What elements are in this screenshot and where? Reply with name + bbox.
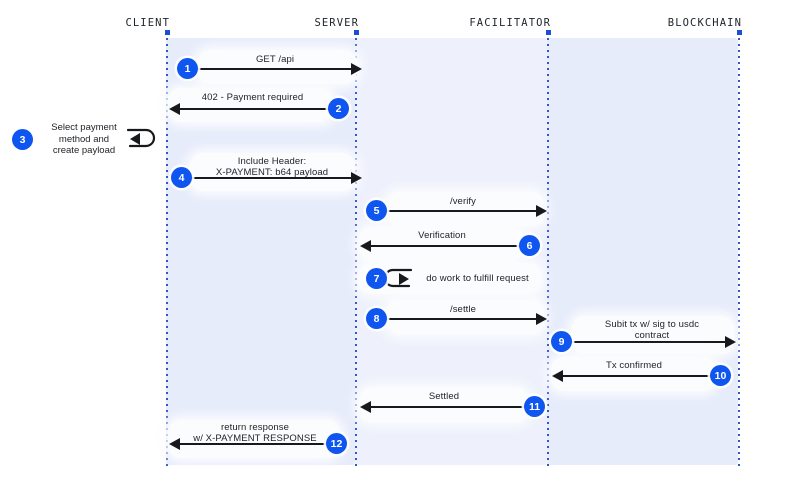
lifeline-blockchain (738, 32, 740, 466)
lifeline-facilitator (547, 32, 549, 466)
message-card-7 (359, 263, 541, 294)
message-label-8: /settle (449, 304, 477, 315)
message-label-7: do work to fulfill request (426, 273, 529, 284)
message-card-12 (168, 420, 340, 458)
step-badge-3[interactable]: 3 (12, 129, 33, 150)
step-badge-10[interactable]: 10 (710, 365, 731, 386)
message-arrowhead-10 (552, 370, 563, 382)
step-badge-7[interactable]: 7 (366, 268, 387, 289)
message-label-10: Tx confirmed (605, 360, 663, 371)
message-arrow-shaft-6 (370, 245, 529, 247)
message-label-5: /verify (449, 196, 477, 207)
message-card-9 (572, 316, 734, 354)
message-card-4 (190, 153, 355, 191)
side-note-3: Select payment method and create payload (51, 122, 117, 156)
message-arrow-shaft-4 (180, 177, 352, 179)
step-badge-5[interactable]: 5 (366, 200, 387, 221)
message-arrowhead-4 (351, 172, 362, 184)
step-badge-9[interactable]: 9 (551, 331, 572, 352)
message-card-10 (551, 357, 716, 391)
message-arrow-shaft-2 (179, 108, 338, 110)
self-loop-arrow-7 (385, 264, 419, 294)
step-badge-12[interactable]: 12 (326, 433, 347, 454)
lane-caption-client: CLIENT (125, 17, 170, 29)
message-arrow-shaft-8 (375, 318, 537, 320)
step-badge-4[interactable]: 4 (171, 167, 192, 188)
message-arrow-shaft-12 (179, 443, 336, 445)
message-label-4: Include Header: X-PAYMENT: b64 payload (215, 156, 329, 178)
message-label-11: Settled (428, 391, 460, 402)
step-badge-6[interactable]: 6 (519, 235, 540, 256)
step-badge-1[interactable]: 1 (177, 58, 198, 79)
message-arrow-shaft-1 (186, 68, 352, 70)
message-card-6 (359, 227, 524, 261)
lane-caption-facilitator: FACILITATOR (469, 17, 551, 29)
lifeline-client (166, 32, 168, 466)
message-label-1: GET /api (255, 54, 295, 65)
lifeline-head-client (165, 30, 170, 35)
message-arrowhead-5 (536, 205, 547, 217)
message-card-2 (168, 88, 333, 122)
lifeline-head-facilitator (546, 30, 551, 35)
message-label-6: Verification (418, 230, 466, 241)
message-arrow-shaft-10 (562, 375, 718, 377)
message-arrowhead-11 (360, 401, 371, 413)
message-arrowhead-9 (725, 336, 736, 348)
lifeline-server (355, 32, 357, 466)
lifeline-head-blockchain (737, 30, 742, 35)
step-badge-2[interactable]: 2 (328, 98, 349, 119)
lifeline-head-server (354, 30, 359, 35)
message-arrowhead-1 (351, 63, 362, 75)
message-arrowhead-2 (169, 103, 180, 115)
message-label-2: 402 - Payment required (201, 92, 304, 103)
step-badge-8[interactable]: 8 (366, 308, 387, 329)
message-label-9: Subit tx w/ sig to usdc contract (604, 319, 700, 341)
message-card-8 (386, 300, 544, 334)
message-arrow-shaft-9 (561, 341, 726, 343)
message-arrow-shaft-11 (370, 406, 534, 408)
message-label-12: return response w/ X-PAYMENT RESPONSE (193, 422, 317, 444)
step-badge-11[interactable]: 11 (524, 396, 545, 417)
message-arrow-shaft-5 (375, 210, 537, 212)
lane-caption-server: SERVER (314, 17, 359, 29)
message-arrowhead-8 (536, 313, 547, 325)
message-card-5 (386, 192, 544, 226)
message-card-1 (197, 50, 357, 84)
lane-band-band-facilitator-chain (547, 38, 738, 465)
message-arrowhead-12 (169, 438, 180, 450)
message-card-11 (359, 388, 529, 422)
message-arrowhead-6 (360, 240, 371, 252)
lane-caption-blockchain: BLOCKCHAIN (667, 17, 742, 29)
self-loop-arrow-3 (124, 124, 158, 154)
